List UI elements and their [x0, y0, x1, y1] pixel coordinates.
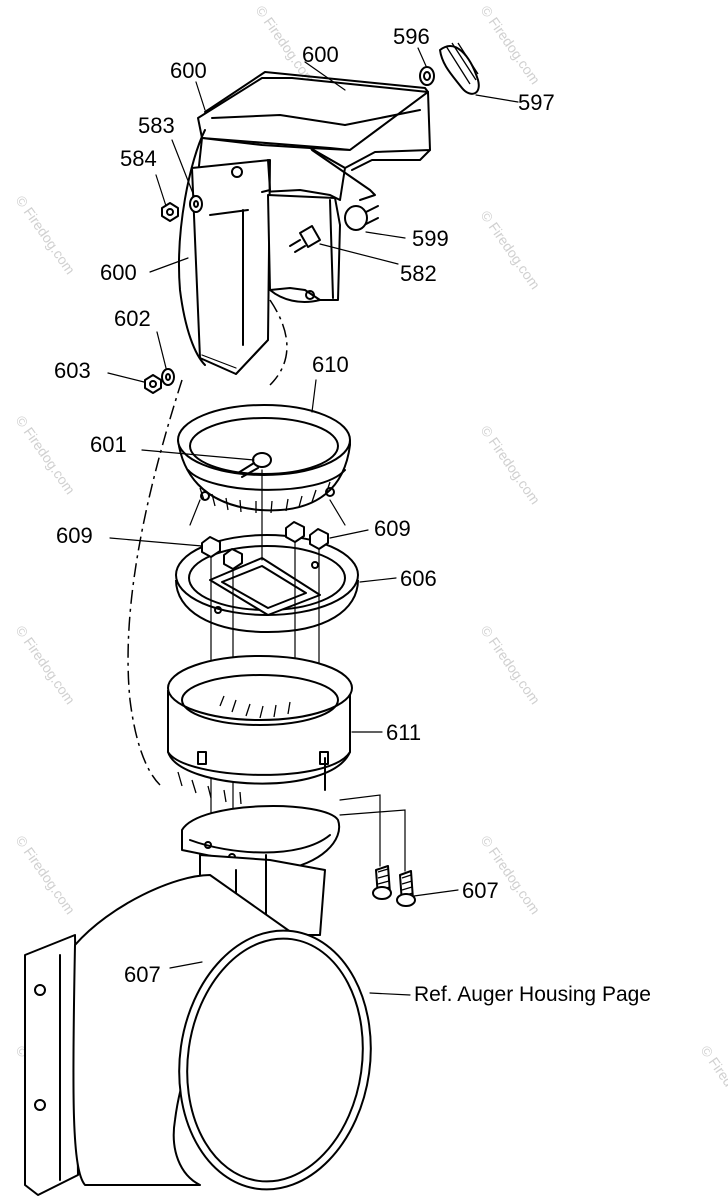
- watermark: © Firedog.com: [478, 423, 544, 508]
- callout-600: 600: [100, 260, 137, 285]
- callout-611: 611: [386, 720, 421, 745]
- watermark: © Firedog.com: [478, 3, 544, 88]
- watermark: © Firedog.com: [478, 833, 544, 918]
- watermark: © Firedog.com: [13, 623, 79, 708]
- callout-603: 603: [54, 358, 91, 383]
- watermark: © Firedog.com: [13, 413, 79, 498]
- nut-609: [201, 521, 329, 570]
- callout-609: 609: [374, 516, 411, 541]
- callout-607: 607: [124, 962, 161, 987]
- callout-606: 606: [400, 566, 437, 591]
- watermark: © Firedog.com: [478, 208, 544, 293]
- callout-610: 610: [312, 352, 349, 377]
- nut-584: [161, 195, 203, 222]
- callout-582: 582: [400, 261, 437, 286]
- alignment-line: [127, 379, 183, 786]
- callout-597: 597: [518, 90, 555, 115]
- bolt-599: [344, 205, 379, 231]
- callout-602: 602: [114, 306, 151, 331]
- watermark: © Firedog.com: [13, 833, 79, 918]
- callout-601: 601: [90, 432, 127, 457]
- reference-note: Ref. Auger Housing Page: [414, 983, 651, 1006]
- bolt-607: [339, 794, 416, 907]
- nut-603: [144, 368, 175, 394]
- callout-584: 584: [120, 146, 157, 171]
- callouts: 600 600 600 596 597 583 584 599 582 602 …: [54, 24, 651, 1006]
- upper-chute: [178, 71, 431, 375]
- ring-606: [175, 534, 359, 633]
- auger-housing-pipe: [24, 874, 372, 1196]
- watermark: © Firedog.com: [13, 193, 79, 278]
- bolt-582: [289, 225, 321, 253]
- callout-607: 607: [462, 878, 499, 903]
- watermark: © Firedog.com: [478, 623, 544, 708]
- collar-611: [167, 655, 353, 805]
- callout-609: 609: [56, 523, 93, 548]
- callout-583: 583: [138, 113, 175, 138]
- leader-lines: [107, 47, 519, 996]
- callout-600: 600: [302, 42, 339, 67]
- callout-599: 599: [412, 226, 449, 251]
- callout-600: 600: [170, 58, 207, 83]
- alignment-line: [269, 299, 288, 386]
- knob-597: [419, 42, 480, 95]
- watermark: © Firedog.com: [698, 1043, 728, 1128]
- callout-596: 596: [393, 24, 430, 49]
